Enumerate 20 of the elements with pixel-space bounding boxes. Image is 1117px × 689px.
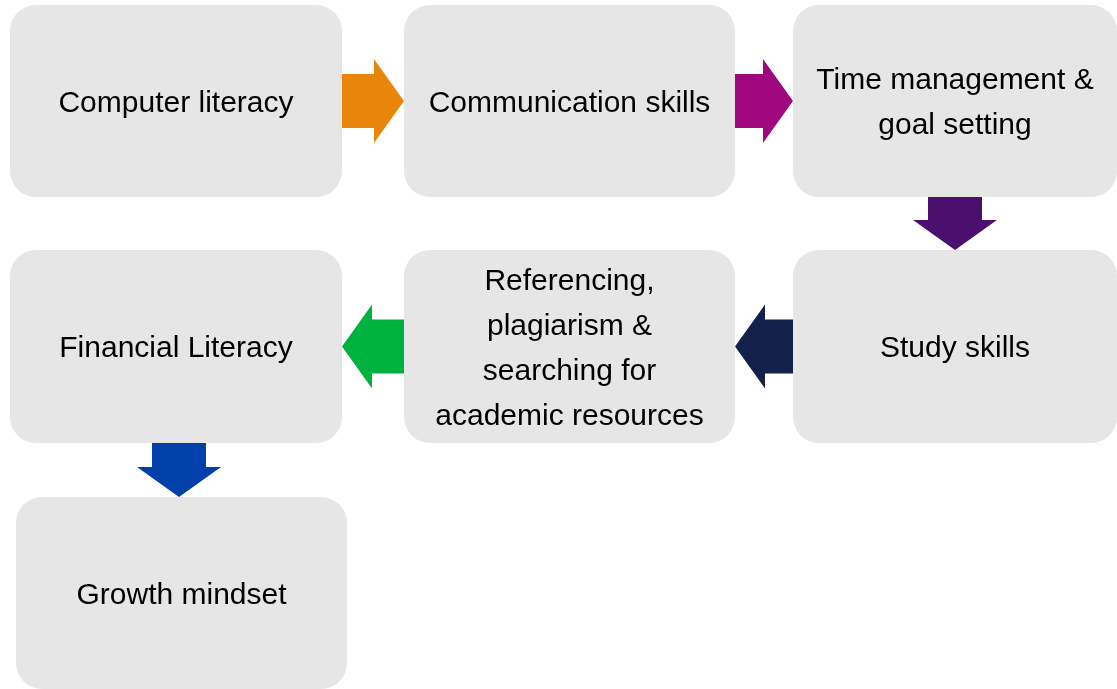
- block-arrow: [735, 304, 793, 389]
- process-box: [16, 497, 347, 689]
- box-label: Computer literacy: [58, 83, 294, 120]
- process-box: [793, 5, 1117, 197]
- box-label: Financial Literacy: [59, 329, 293, 365]
- box-label: Referencing, plagiarism & searching for academic resources: [434, 261, 705, 433]
- block-arrow: [342, 59, 404, 143]
- process-box: [404, 5, 735, 197]
- block-arrow: [913, 197, 997, 250]
- process-box: [10, 5, 342, 197]
- process-box: [10, 250, 342, 443]
- box-label: Time management & goal setting: [815, 61, 1095, 142]
- process-box: [404, 250, 735, 443]
- block-arrow: [735, 59, 793, 143]
- process-box: [793, 250, 1117, 443]
- block-arrow: [342, 304, 404, 389]
- box-label: Study skills: [879, 329, 1030, 365]
- block-arrow: [137, 443, 221, 497]
- box-label: Communication skills: [428, 83, 711, 120]
- box-label: Growth mindset: [76, 575, 287, 612]
